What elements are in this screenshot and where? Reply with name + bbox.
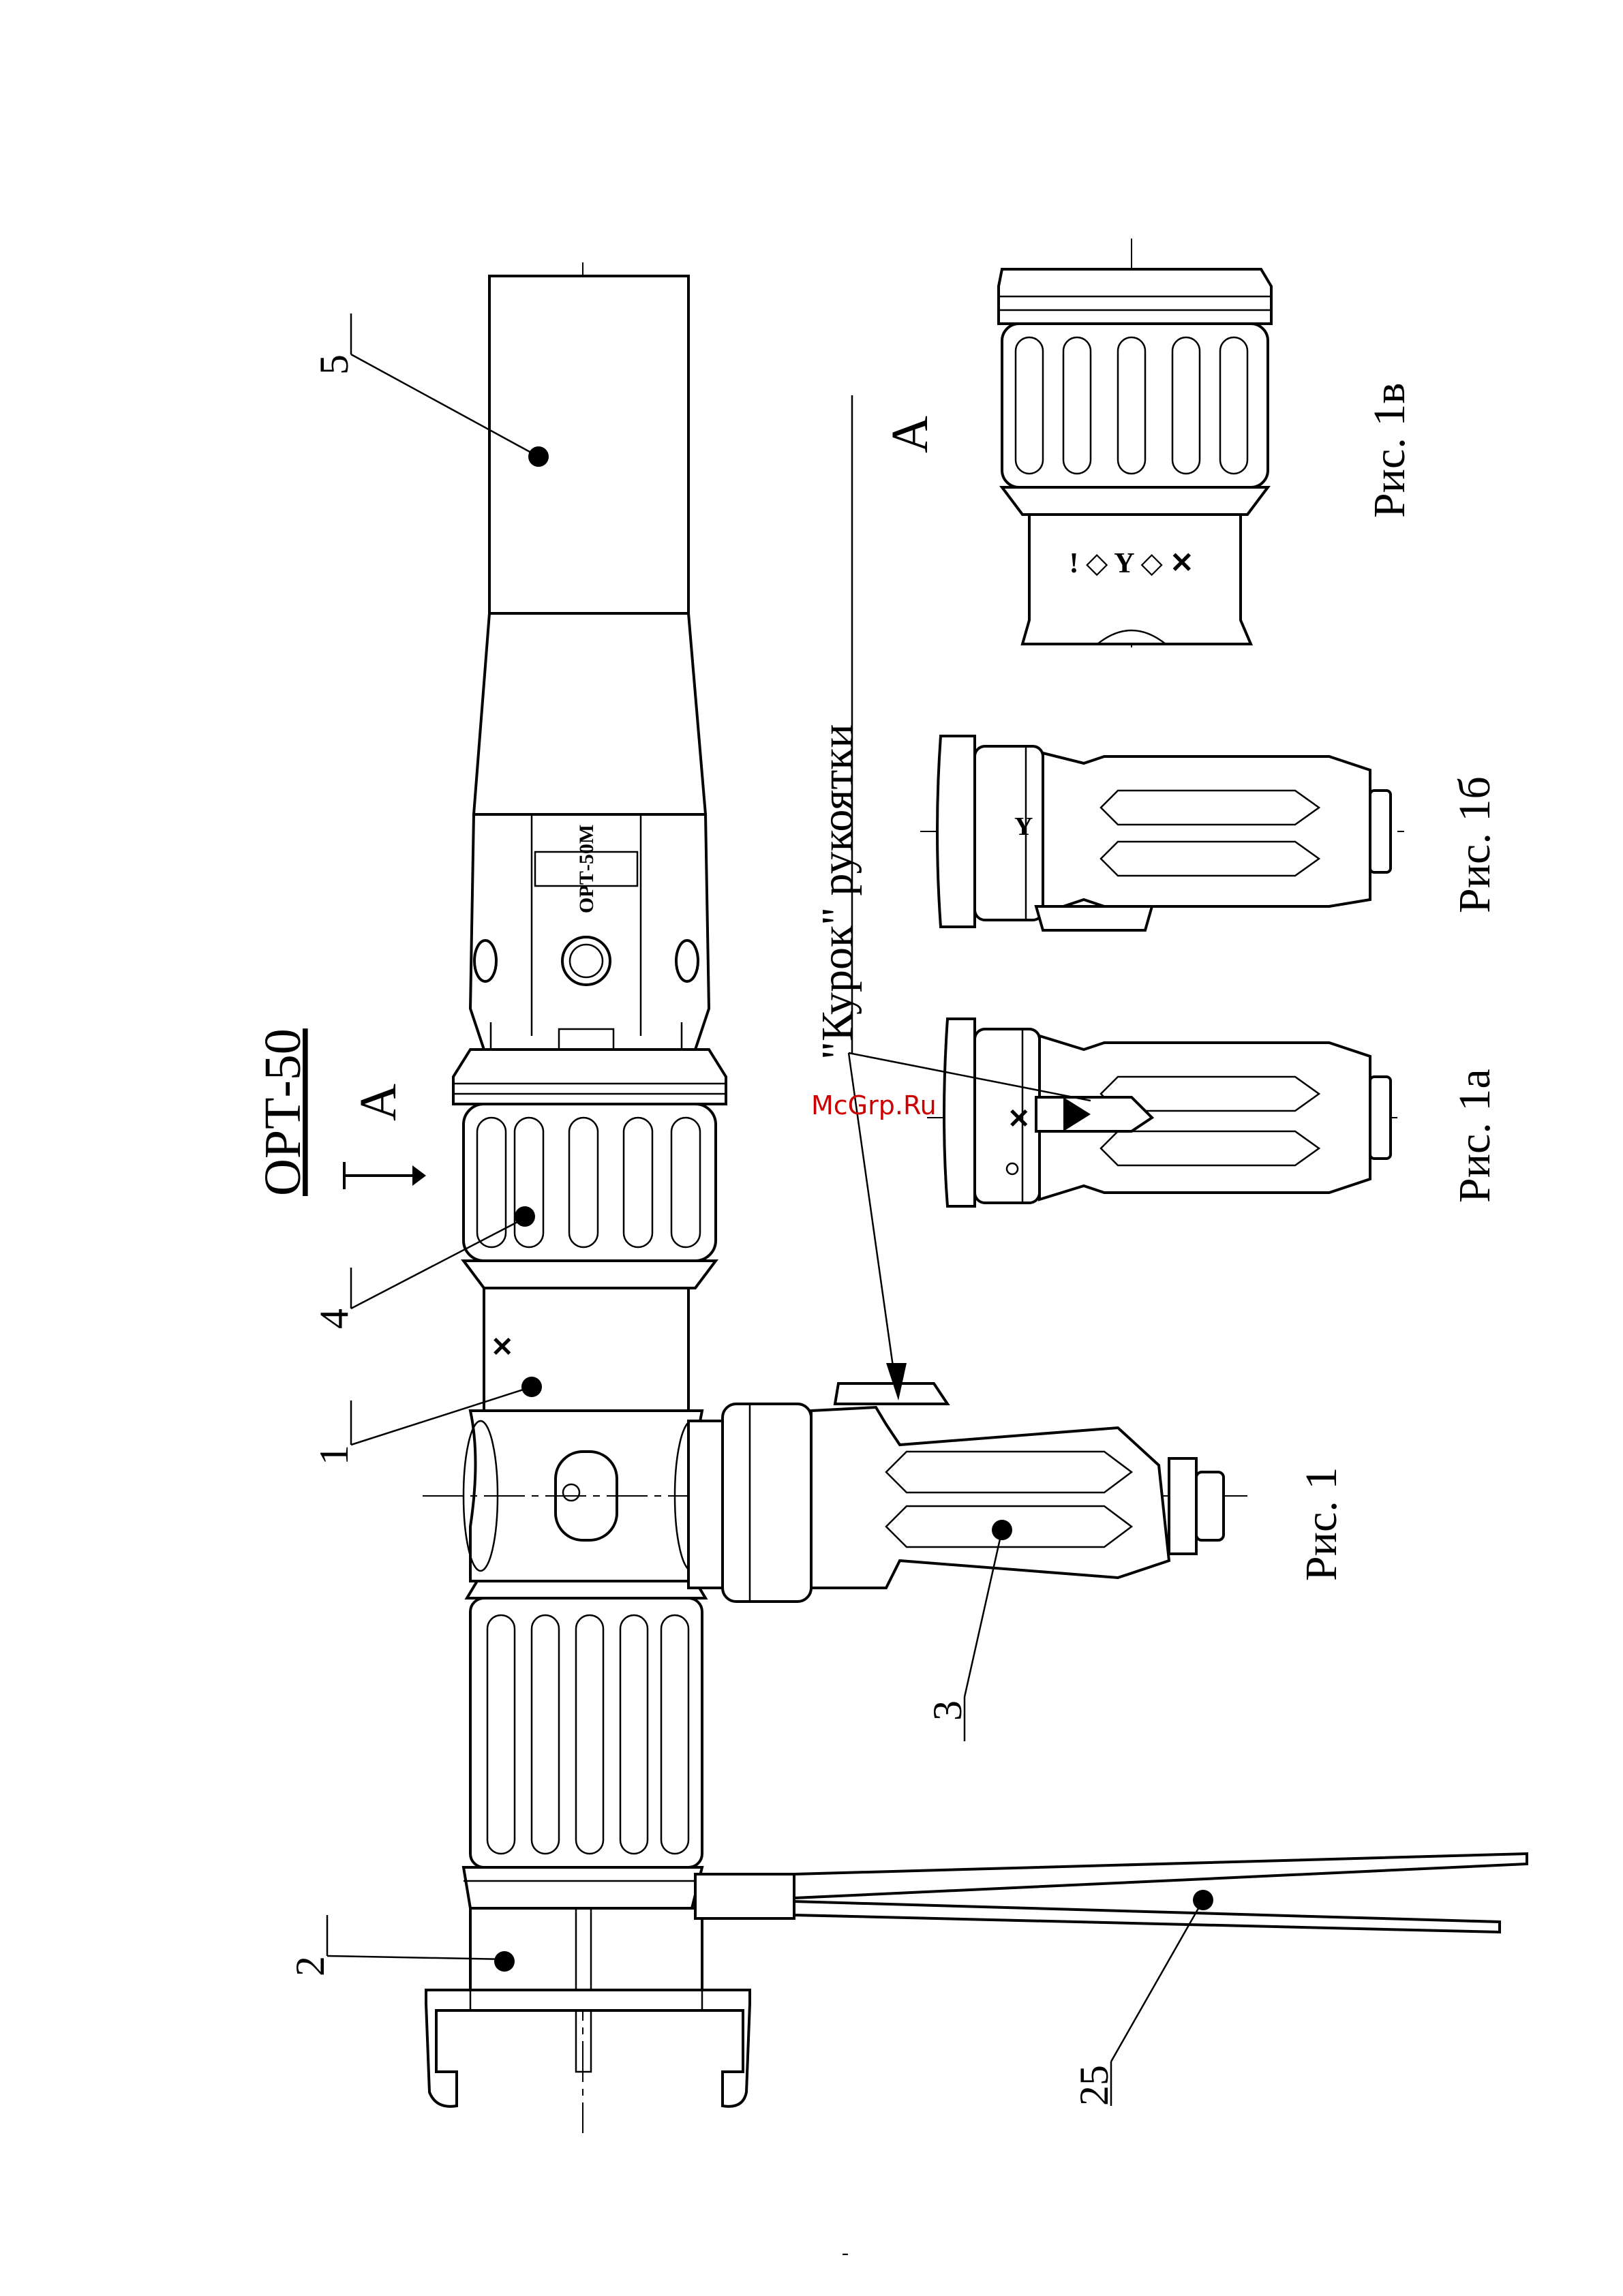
watermark: McGrp.Ru bbox=[811, 1090, 937, 1120]
callout-3: 3 bbox=[925, 1700, 970, 1721]
callout-25: 25 bbox=[1072, 2065, 1117, 2106]
trigger-label: "Курок" рукоятки bbox=[813, 724, 862, 1060]
callout-5: 5 bbox=[312, 354, 357, 375]
view-a-detail-label: А bbox=[881, 416, 939, 453]
detail-fig-1v: ! ◇ Y ◇ ✕ bbox=[999, 239, 1271, 654]
callout-4: 4 bbox=[312, 1308, 357, 1329]
flow-mark-text: ✕ bbox=[491, 1332, 514, 1362]
callout-2: 2 bbox=[288, 1956, 333, 1976]
page-mark: - bbox=[842, 2241, 849, 2264]
fig1a-caption: Рис. 1а bbox=[1450, 1069, 1500, 1203]
fig1a-mark-text: ✕ bbox=[1007, 1103, 1031, 1134]
view-a-label: А bbox=[350, 1084, 407, 1121]
detail-fig-1a: ✕ bbox=[927, 1019, 1404, 1206]
callout-1: 1 bbox=[312, 1445, 357, 1465]
fig1-caption: Рис. 1 bbox=[1296, 1467, 1346, 1581]
fig1b-caption: Рис. 1б bbox=[1450, 776, 1500, 913]
mode-marks-text: ! ◇ Y ◇ ✕ bbox=[1070, 548, 1194, 579]
detail-fig-1b: Y bbox=[920, 736, 1404, 930]
title-text: ОРТ-50 bbox=[254, 1028, 312, 1196]
fig1b-mark-text: Y bbox=[1014, 812, 1033, 841]
marking-text: ОРТ-50М bbox=[575, 825, 598, 913]
fig1v-caption: Рис. 1в bbox=[1365, 383, 1414, 518]
labels: ОРТ-50 А А Рис. 1 Рис. 1а Рис. 1б Рис. 1… bbox=[254, 354, 1500, 2264]
